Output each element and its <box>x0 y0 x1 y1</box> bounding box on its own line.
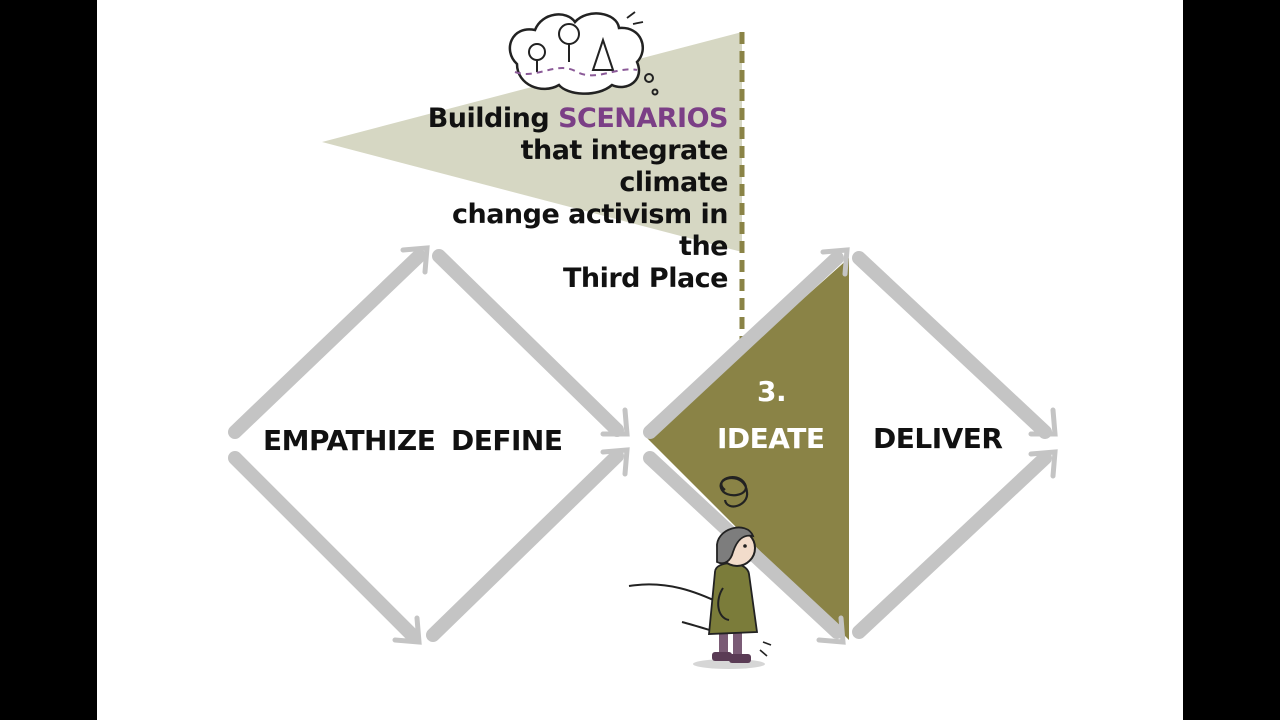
arrowhead-2c <box>816 615 846 645</box>
stage-label-ideate: IDEATE <box>717 422 825 455</box>
scenario-banner <box>322 32 742 252</box>
walking-character-icon <box>628 476 772 669</box>
thought-cloud-icon <box>508 11 659 96</box>
arrowhead-2b <box>1028 407 1058 437</box>
banner-line-1-prefix: Building <box>427 103 550 134</box>
stage-label-define: DEFINE <box>451 424 563 457</box>
second-diamond <box>643 251 1052 639</box>
arrowhead-2a <box>820 247 850 277</box>
slide-canvas: Building SCENARIOS that integrate climat… <box>97 0 1183 720</box>
arrow-1c <box>228 451 419 642</box>
banner-line-3: change activism in the <box>451 199 729 262</box>
arrow-1a <box>228 249 426 439</box>
arrowhead-2d <box>1028 449 1058 479</box>
arrow-heads <box>392 245 1058 645</box>
banner-line-1: Building SCENARIOS <box>408 103 729 135</box>
stage-label-deliver: DELIVER <box>873 422 1003 455</box>
banner-accent-word: SCENARIOS <box>558 103 728 134</box>
arrowhead-1c <box>392 615 422 645</box>
arrowhead-1d <box>600 447 630 477</box>
first-diamond <box>228 249 624 642</box>
banner-caption: Building SCENARIOS that integrate climat… <box>408 103 729 295</box>
banner-line-2: that integrate climate <box>520 135 729 198</box>
ideate-triangle <box>647 258 849 640</box>
arrow-2b <box>852 251 1052 439</box>
stage-step-number: 3. <box>757 375 787 408</box>
arrow-1b <box>432 249 624 437</box>
stage-label-empathize: EMPATHIZE <box>263 424 436 457</box>
arrow-2d <box>852 451 1052 639</box>
double-diamond-diagram <box>228 11 1058 669</box>
arrowhead-1b <box>600 407 630 437</box>
arrowhead-1a <box>400 245 430 275</box>
banner-line-4: Third Place <box>562 263 729 294</box>
arrow-2a <box>643 251 844 439</box>
arrow-1d <box>426 449 624 642</box>
